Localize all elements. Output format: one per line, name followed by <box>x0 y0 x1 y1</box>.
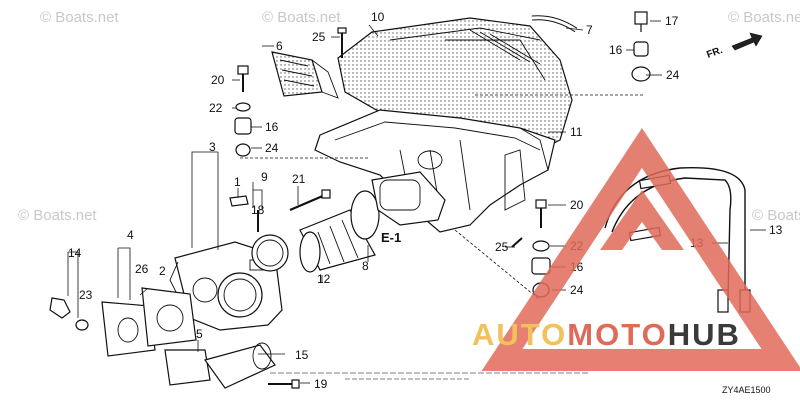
callout-12: 12 <box>317 272 331 286</box>
gasket-2-bore <box>156 304 184 332</box>
filter-element <box>271 51 339 99</box>
bolt-20-right <box>535 199 547 228</box>
sensor-23 <box>49 297 71 319</box>
reference-lines <box>240 94 645 301</box>
callout-9: 9 <box>261 170 268 184</box>
collar-16-right <box>531 257 551 275</box>
callout-26: 26 <box>135 262 149 276</box>
callout-23: 23 <box>79 288 93 302</box>
callout-14: 14 <box>68 246 82 260</box>
washer-23 <box>75 319 89 331</box>
collar-16-left <box>234 117 252 135</box>
insulator-4 <box>101 301 156 357</box>
callout-18: 18 <box>251 203 265 217</box>
callout-1: 1 <box>234 175 241 189</box>
grommet-24-top <box>631 66 651 82</box>
callout-6: 6 <box>276 39 283 53</box>
watermarks: © Boats.net © Boats.net © Boats.net © Bo… <box>18 9 800 224</box>
connector-duct <box>371 171 446 226</box>
callout-20-right: 20 <box>570 198 584 212</box>
direction-arrow-icon <box>731 32 763 51</box>
pipe-15-opening <box>252 342 272 370</box>
callout-11: 11 <box>570 125 583 139</box>
callout-4: 4 <box>127 228 134 242</box>
callout-13-right: 13 <box>769 223 783 237</box>
brand-text-part-2: MOTO <box>567 317 667 352</box>
gasket-2 <box>141 287 197 347</box>
bolt-17 <box>634 11 648 32</box>
direction-label: FR. <box>705 45 724 61</box>
direction-indicator: FR. <box>705 32 763 61</box>
watermark-3: © Boats.net <box>728 9 800 26</box>
callout-21: 21 <box>292 172 306 186</box>
watermark-1: © Boats.net <box>40 9 119 26</box>
callout-22-left: 22 <box>209 101 223 115</box>
watermark-4: © Boats.net <box>18 207 97 224</box>
callout-7: 7 <box>586 23 593 37</box>
washer-22-right <box>532 240 550 252</box>
callout-20-left: 20 <box>211 73 225 87</box>
diagram-code: ZY4AE1500 <box>722 385 771 395</box>
sensor-1 <box>229 195 249 207</box>
brand-text-part-1: AUTO <box>472 317 567 352</box>
fine-print <box>270 372 590 380</box>
callout-25-right: 25 <box>495 240 509 254</box>
grommet-24-left <box>235 143 251 157</box>
callout-19: 19 <box>314 377 328 391</box>
callout-24-left: 24 <box>265 141 279 155</box>
callout-24-top: 24 <box>666 68 680 82</box>
pipe-15 <box>204 344 276 389</box>
callout-16-top: 16 <box>609 43 623 57</box>
bolt-21 <box>289 189 331 212</box>
collar-16-top <box>633 41 649 57</box>
gasket-9 <box>251 234 289 272</box>
callout-10: 10 <box>371 10 385 24</box>
insulator-4-bore <box>117 317 139 343</box>
callout-2: 2 <box>159 264 166 278</box>
callout-25-top: 25 <box>312 30 326 44</box>
brand-logo: AUTOMOTOHUB <box>472 317 741 352</box>
band-8 <box>350 190 380 240</box>
callout-15: 15 <box>295 348 309 362</box>
duct-opening <box>379 179 421 211</box>
brand-text-part-3: HUB <box>668 317 741 352</box>
bolt-25-top <box>337 27 347 58</box>
air-cleaner-case <box>314 109 556 233</box>
pipe-7-inner <box>531 16 577 32</box>
bolt-19 <box>268 379 300 389</box>
callout-5: 5 <box>196 327 203 341</box>
bolt-25-right <box>511 237 523 248</box>
warning-triangle-icon <box>481 128 800 371</box>
watermark-2: © Boats.net <box>262 9 341 26</box>
callout-16-left: 16 <box>265 120 279 134</box>
washer-22-left <box>235 102 251 112</box>
section-label: E-1 <box>381 230 401 245</box>
callout-3: 3 <box>209 140 216 154</box>
callout-8: 8 <box>362 259 369 273</box>
gasket-5 <box>164 349 211 386</box>
bolt-20-left <box>237 65 249 92</box>
callout-17: 17 <box>665 14 679 28</box>
brand-text: AUTOMOTOHUB <box>472 317 741 352</box>
watermark-5: © Boats.net <box>752 207 800 224</box>
callout-24-right: 24 <box>570 283 584 297</box>
